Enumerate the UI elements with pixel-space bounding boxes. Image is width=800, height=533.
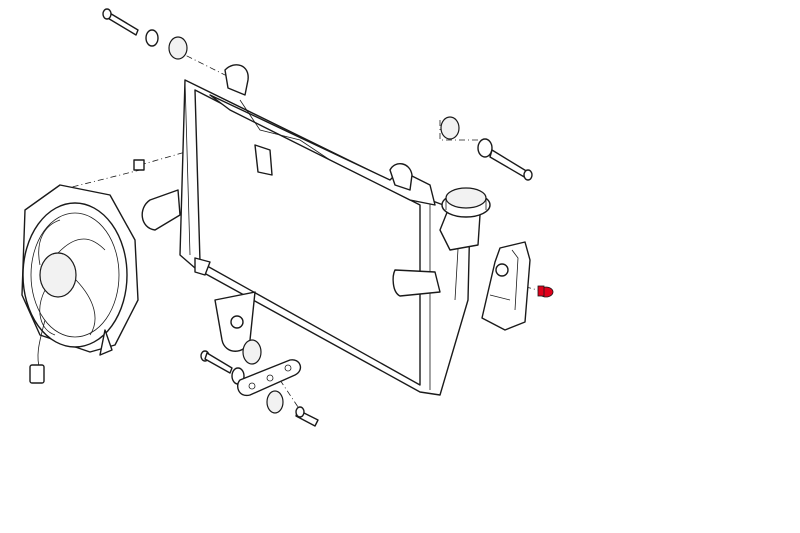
grommets[interactable] <box>133 36 460 414</box>
expansion-tank-cap[interactable] <box>439 187 491 251</box>
spacer-pin[interactable] <box>295 406 319 427</box>
upper-left-bolt[interactable] <box>102 8 159 47</box>
highlighted-screw[interactable] <box>537 285 554 298</box>
side-bracket[interactable] <box>481 241 531 331</box>
fan-connector[interactable] <box>29 364 45 384</box>
lower-bracket-plate[interactable] <box>237 359 302 397</box>
upper-right-bolt[interactable] <box>477 138 533 181</box>
cooling-fan[interactable] <box>21 184 139 371</box>
radiator-core[interactable] <box>141 64 471 396</box>
lower-mount-bolt[interactable] <box>200 350 245 385</box>
